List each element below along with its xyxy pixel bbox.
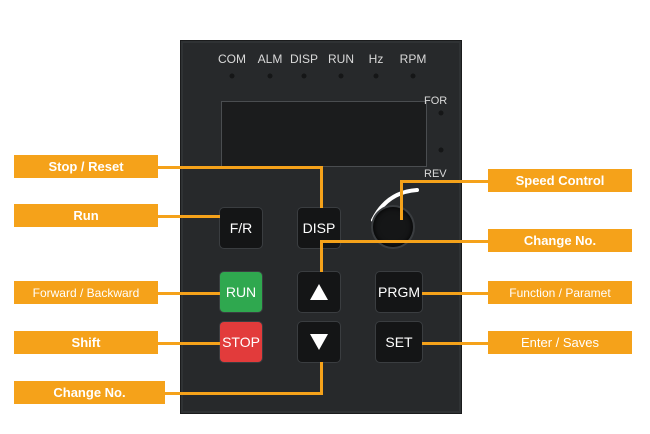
callout-shift: Shift — [14, 331, 158, 354]
indicator-label-rpm: RPM — [399, 52, 427, 66]
set-button[interactable]: SET — [376, 322, 422, 362]
rev-label: REV — [424, 168, 447, 180]
indicator-label-alm: ALM — [257, 52, 283, 66]
indicator-label-hz: Hz — [368, 52, 384, 66]
indicator-led-rpm — [410, 73, 416, 79]
indicator-led-rev — [438, 147, 444, 153]
callout-change-no-top: Change No. — [488, 229, 632, 252]
indicator-label-disp: DISP — [289, 52, 319, 66]
speed-control-line — [402, 180, 488, 183]
callout-stop-reset: Stop / Reset — [14, 155, 158, 178]
change-no-top-line-vertical — [320, 240, 323, 272]
stop-button[interactable]: STOP — [220, 322, 262, 362]
indicator-label-com: COM — [218, 52, 246, 66]
change-no-top-line — [320, 240, 488, 243]
down-arrow-icon — [310, 334, 328, 350]
shift-line — [158, 342, 220, 345]
callout-forward-backward: Forward / Backward — [14, 281, 158, 304]
function-param-line — [422, 292, 488, 295]
indicator-label-run: RUN — [328, 52, 354, 66]
up-button[interactable] — [298, 272, 340, 312]
run-button[interactable]: RUN — [220, 272, 262, 312]
indicator-led-for — [438, 110, 444, 116]
fr-button[interactable]: F/R — [220, 208, 262, 248]
callout-run: Run — [14, 204, 158, 227]
enter-saves-line — [422, 342, 488, 345]
prgm-button[interactable]: PRGM — [376, 272, 422, 312]
for-label: FOR — [424, 95, 448, 107]
callout-function-param: Function / Paramet — [488, 281, 632, 304]
indicator-led-alm — [267, 73, 273, 79]
up-arrow-icon — [310, 284, 328, 300]
change-no-bottom-line — [165, 392, 323, 395]
run-line — [158, 215, 220, 218]
callout-enter-saves: Enter / Saves — [488, 331, 632, 354]
callout-change-no-bottom: Change No. — [14, 381, 165, 404]
stop-reset-line — [158, 166, 321, 169]
forward-backward-line — [158, 292, 220, 295]
callout-speed-control: Speed Control — [488, 169, 632, 192]
speed-control-line-vertical — [400, 180, 403, 220]
indicator-led-run — [338, 73, 344, 79]
indicator-led-com — [229, 73, 235, 79]
indicator-led-hz — [373, 73, 379, 79]
indicator-led-disp — [301, 73, 307, 79]
change-no-bottom-line-vertical — [320, 362, 323, 395]
seven-segment-display — [221, 101, 427, 167]
stop-reset-line-vertical — [320, 166, 323, 208]
down-button[interactable] — [298, 322, 340, 362]
